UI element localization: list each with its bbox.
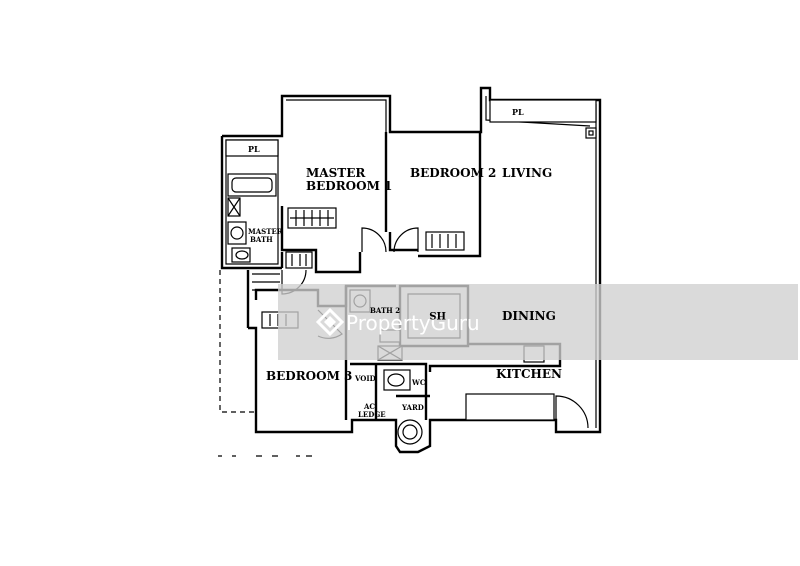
watermark-text: PropertyGuru bbox=[346, 311, 480, 335]
label-planter-top: PL bbox=[512, 107, 524, 117]
label-living: LIVING bbox=[502, 166, 552, 180]
yard-round bbox=[397, 419, 423, 445]
label-planter-left: PL bbox=[248, 144, 260, 154]
vanity-master bbox=[227, 221, 247, 245]
label-wc: WC bbox=[411, 378, 426, 387]
label-yard: YARD bbox=[401, 403, 424, 412]
wardrobe-corridor bbox=[285, 251, 313, 269]
label-ac-ledge-1: AC bbox=[363, 402, 375, 411]
shower-master bbox=[227, 197, 241, 217]
label-master-bedroom-2: BEDROOM 1 bbox=[306, 179, 392, 193]
label-dining: DINING bbox=[502, 309, 556, 323]
watermark-logo-icon bbox=[315, 307, 345, 337]
stair-ledge bbox=[252, 273, 280, 291]
label-bath-2: BATH 2 bbox=[370, 306, 400, 315]
bathtub bbox=[227, 173, 277, 197]
label-bedroom-3: BEDROOM 3 bbox=[266, 369, 352, 383]
dashed-outline bbox=[219, 270, 256, 413]
planter-top-box bbox=[489, 99, 597, 123]
planter-left-box bbox=[225, 139, 279, 157]
wc-toilet bbox=[383, 369, 411, 391]
label-void: VOID bbox=[354, 374, 376, 383]
label-household-shelter: HS bbox=[429, 309, 446, 320]
label-kitchen: KITCHEN bbox=[496, 367, 562, 381]
label-master-bath-2: BATH bbox=[250, 235, 273, 244]
label-master-bedroom-1: MASTER bbox=[306, 166, 366, 180]
label-master-bath-1: MASTER bbox=[248, 227, 283, 236]
wardrobe-master bbox=[287, 207, 337, 229]
kitchen-counter bbox=[465, 393, 555, 421]
wardrobe-bedroom2 bbox=[425, 231, 465, 251]
toilet-master bbox=[231, 247, 251, 263]
label-ac-ledge-2: LEDGE bbox=[358, 410, 386, 419]
label-bedroom-2: BEDROOM 2 bbox=[410, 166, 496, 180]
watermark-band bbox=[278, 284, 798, 360]
column-marker bbox=[585, 127, 597, 139]
